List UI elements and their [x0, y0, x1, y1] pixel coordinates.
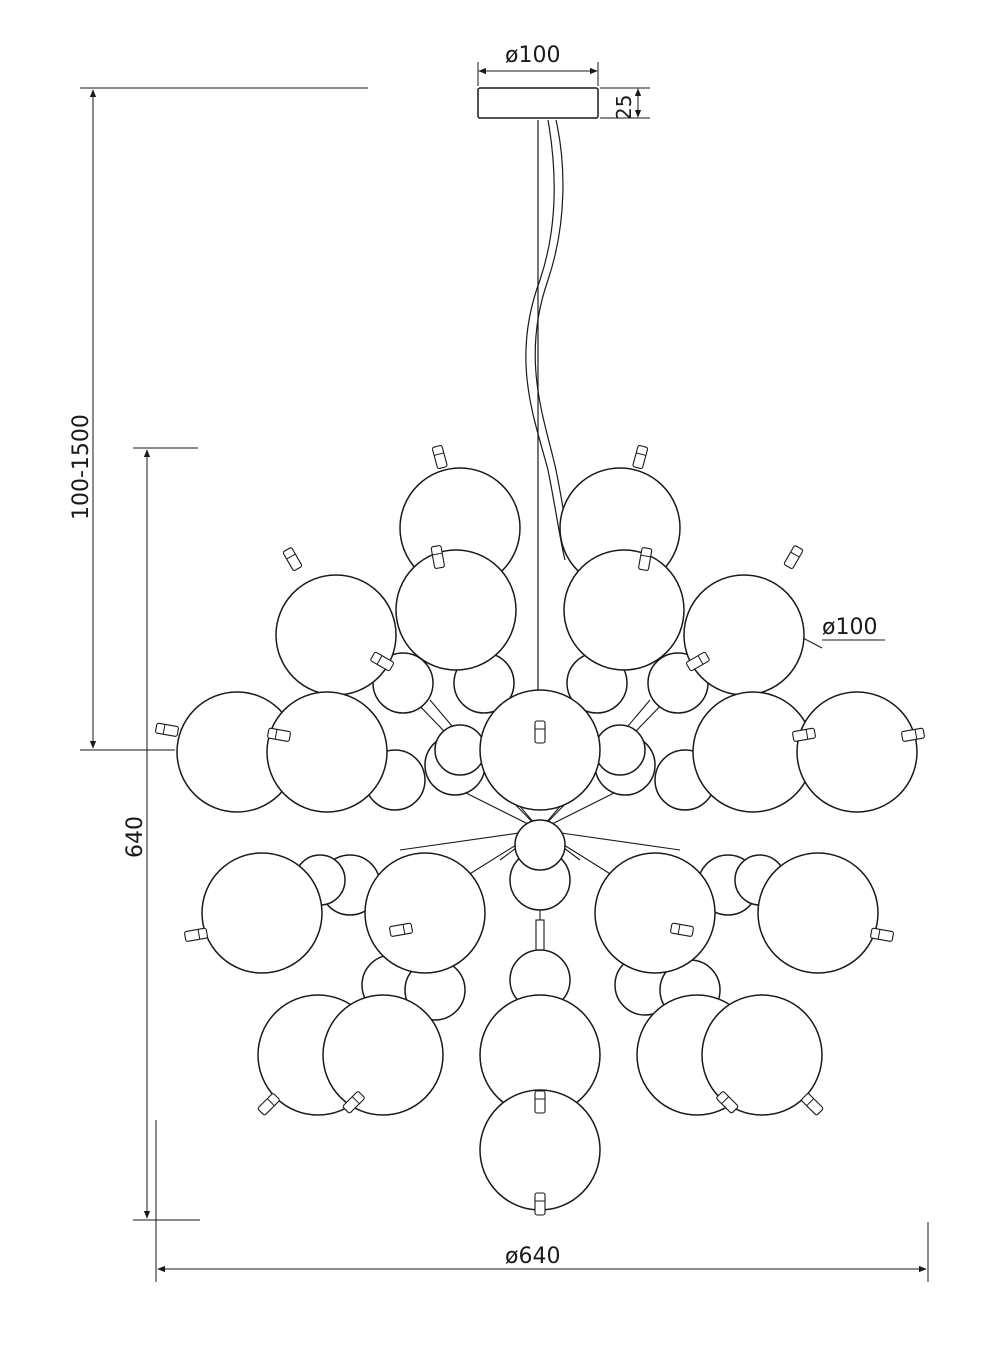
canopy — [477, 62, 650, 119]
large-globe — [395, 549, 517, 671]
socket — [792, 727, 816, 742]
socket — [783, 545, 804, 569]
socket — [801, 1093, 824, 1116]
large-globe — [594, 852, 716, 974]
suspension-length-label: 100-1500 — [69, 414, 94, 520]
diameter-dimension — [155, 1120, 929, 1282]
large-globe — [479, 689, 601, 811]
large-globe — [757, 852, 879, 974]
height-dimension — [133, 447, 200, 1221]
large-globe — [266, 691, 388, 813]
large-globe — [201, 852, 323, 974]
large-globe — [796, 691, 918, 813]
socket — [430, 545, 445, 569]
large-globe — [275, 574, 397, 696]
socket — [638, 547, 653, 571]
socket — [632, 445, 649, 470]
canopy-diameter-label: ø100 — [505, 43, 560, 68]
socket — [184, 927, 208, 942]
small-globe — [514, 819, 566, 871]
large-globe — [701, 994, 823, 1116]
socket — [686, 651, 710, 672]
socket — [282, 547, 303, 571]
overall-diameter-label: ø640 — [505, 1244, 560, 1269]
large-globe — [563, 549, 685, 671]
socket — [670, 922, 694, 937]
suspension-dimension — [80, 87, 368, 751]
socket — [534, 1090, 546, 1114]
large-globe — [683, 574, 805, 696]
large-globe — [692, 691, 814, 813]
large-globe — [322, 994, 444, 1116]
chandelier-globes — [155, 445, 925, 1216]
small-globe — [434, 724, 486, 776]
canopy-height-label: 25 — [612, 95, 636, 120]
socket — [431, 445, 448, 470]
arm — [539, 829, 681, 851]
socket — [267, 727, 291, 742]
socket — [716, 1091, 739, 1114]
small-globe — [594, 724, 646, 776]
body-height-label: 640 — [123, 816, 148, 858]
socket — [370, 651, 394, 672]
socket — [155, 722, 179, 737]
socket — [534, 1192, 546, 1216]
arm — [399, 829, 541, 851]
socket — [870, 927, 894, 942]
socket — [389, 922, 413, 937]
socket — [901, 727, 925, 742]
large-globe — [364, 852, 486, 974]
socket — [257, 1093, 280, 1116]
large-globe-diameter-label: ø100 — [822, 615, 877, 640]
socket — [342, 1091, 365, 1114]
socket — [534, 720, 546, 744]
